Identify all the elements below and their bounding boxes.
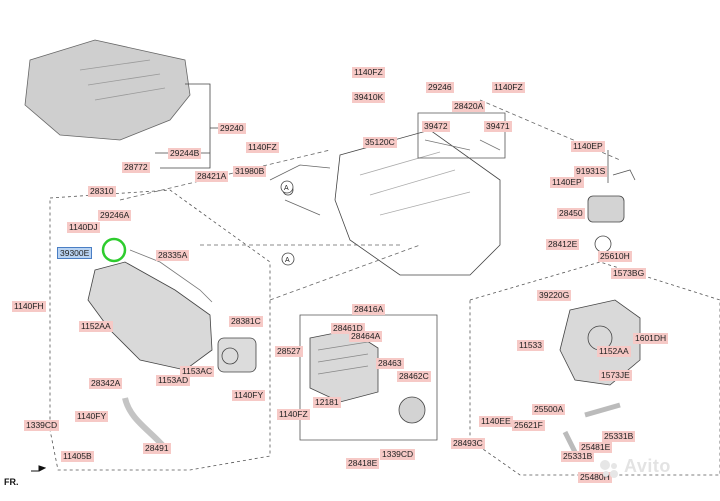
part-label-25331B-b: 25331B	[561, 451, 595, 462]
avito-logo-icon	[600, 460, 618, 478]
part-label-28310: 28310	[88, 186, 116, 197]
part-label-28342A: 28342A	[89, 378, 123, 389]
intake-manifold	[87, 249, 213, 371]
part-label-25610H: 25610H	[598, 251, 632, 262]
part-label-11533: 11533	[517, 340, 545, 351]
part-label-25500A: 25500A	[532, 404, 566, 415]
egr-valve	[587, 195, 625, 253]
part-label-28464A: 28464A	[349, 331, 383, 342]
part-label-39300E: 39300E	[57, 247, 93, 259]
part-label-29240: 29240	[218, 123, 246, 134]
part-label-28421A: 28421A	[195, 171, 229, 182]
part-label-28418E: 28418E	[346, 458, 380, 469]
part-label-1140EP-b: 1140EP	[550, 177, 584, 188]
callout-circle-b	[281, 252, 295, 266]
part-label-1153AC: 1153AC	[180, 366, 215, 377]
part-label-11405B: 11405B	[61, 451, 94, 462]
part-label-28381C: 28381C	[229, 316, 263, 327]
highlight-ring	[101, 237, 127, 263]
callout-letter-b: A	[285, 257, 290, 264]
watermark-text: Avito	[624, 456, 671, 476]
engine-cover	[24, 39, 191, 141]
part-label-28463: 28463	[376, 358, 404, 369]
part-label-35120C: 35120C	[363, 137, 397, 148]
part-label-1140FH: 1140FH	[12, 301, 46, 312]
egr-cooler	[309, 329, 379, 403]
part-label-25480H: 25480H	[578, 472, 612, 483]
part-label-39410K: 39410K	[352, 92, 386, 103]
part-label-1339CD-left: 1339CD	[24, 420, 60, 431]
engine-block	[334, 129, 501, 276]
callout-letter-a: A	[284, 185, 289, 192]
part-label-28420A: 28420A	[452, 101, 486, 112]
part-label-1573BG: 1573BG	[611, 268, 647, 279]
part-label-91931S: 91931S	[574, 166, 608, 177]
part-label-1140DJ: 1140DJ	[67, 222, 100, 233]
part-label-25331B-a: 25331B	[602, 431, 636, 442]
part-label-28412E: 28412E	[546, 239, 580, 250]
part-label-25621F: 25621F	[512, 420, 545, 431]
part-label-29246: 29246	[426, 82, 454, 93]
part-label-25481E: 25481E	[579, 442, 613, 453]
part-label-1153AD: 1153AD	[156, 375, 191, 386]
part-label-1140FZ-c: 1140FZ	[246, 142, 279, 153]
part-label-1140FY-bottom: 1140FY	[75, 411, 109, 422]
part-label-28491: 28491	[143, 443, 171, 454]
part-label-28450: 28450	[557, 208, 585, 219]
part-label-39472: 39472	[422, 121, 450, 132]
part-label-1339CD-middle: 1339CD	[380, 449, 416, 460]
part-label-1140FZ-b: 1140FZ	[492, 82, 525, 93]
part-label-39471: 39471	[484, 121, 512, 132]
part-label-1152AA: 1152AA	[79, 321, 113, 332]
part-label-29246A: 29246A	[98, 210, 132, 221]
part-label-28493C: 28493C	[451, 438, 485, 449]
callout-circle-a	[280, 180, 294, 194]
part-label-1573JE: 1573JE	[599, 370, 632, 381]
part-label-1140EE: 1140EE	[479, 416, 513, 427]
part-label-28527: 28527	[275, 346, 303, 357]
part-label-28461D: 28461D	[331, 323, 365, 334]
part-label-1140EP-a: 1140EP	[571, 141, 605, 152]
part-label-31980B: 31980B	[233, 166, 267, 177]
part-label-29244B: 29244B	[168, 148, 202, 159]
part-label-28462C: 28462C	[397, 371, 431, 382]
part-label-1152AA-right: 1152AA	[597, 346, 631, 357]
part-label-12181: 12181	[313, 397, 341, 408]
part-label-1601DH: 1601DH	[633, 333, 669, 344]
part-label-1140FZ-a: 1140FZ	[352, 67, 385, 78]
throttle-body	[217, 337, 257, 373]
part-label-39220G: 39220G	[537, 290, 572, 301]
part-label-1140FY-right: 1140FY	[232, 390, 266, 401]
part-label-1140FZ-d: 1140FZ	[277, 409, 310, 420]
part-label-28335A: 28335A	[156, 250, 190, 261]
part-label-28416A: 28416A	[352, 304, 386, 315]
part-label-28772: 28772	[122, 162, 150, 173]
front-arrow-icon	[31, 465, 46, 472]
front-direction-label: FR.	[4, 477, 19, 487]
